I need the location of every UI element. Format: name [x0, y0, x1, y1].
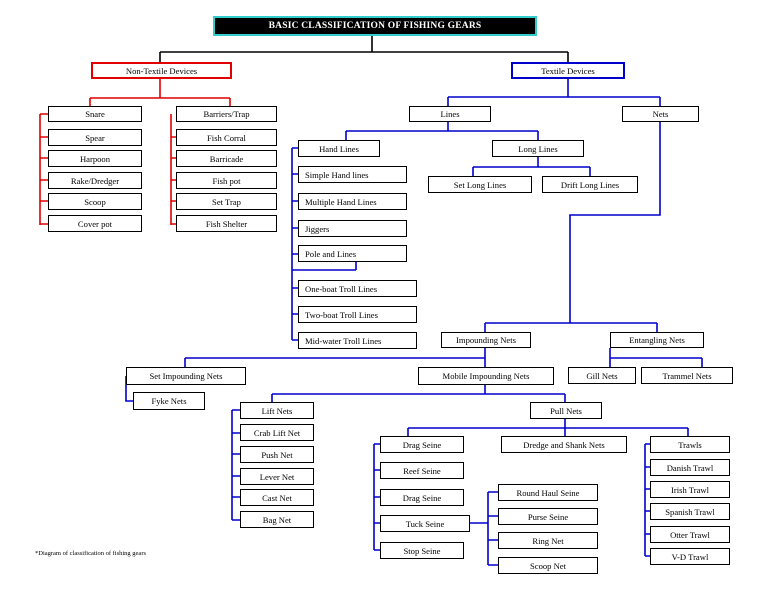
tuck-seine-node: Tuck Seine — [380, 515, 470, 532]
diagram-title: BASIC CLASSIFICATION OF FISHING GEARS — [213, 16, 537, 36]
jiggers-node: Jiggers — [298, 220, 407, 237]
lift-nets-node: Lift Nets — [240, 402, 314, 419]
purse-seine-node: Purse Seine — [498, 508, 598, 525]
set-impounding-nets-node: Set Impounding Nets — [126, 367, 246, 385]
drift-long-lines-node: Drift Long Lines — [542, 176, 638, 193]
textile-devices-node: Textile Devices — [511, 62, 625, 79]
mid-water-troll-lines-node: Mid-water Troll Lines — [298, 332, 417, 349]
barriers-trap-node: Barriers/Trap — [176, 106, 277, 122]
fyke-nets-node: Fyke Nets — [133, 392, 205, 410]
reef-seine-node: Reef Seine — [380, 462, 464, 479]
cast-net-node: Cast Net — [240, 489, 314, 506]
non-textile-devices-node: Non-Textile Devices — [91, 62, 232, 79]
ring-net-node: Ring Net — [498, 532, 598, 549]
round-haul-seine-node: Round Haul Seine — [498, 484, 598, 501]
set-trap-node: Set Trap — [176, 193, 277, 210]
spanish-trawl-node: Spanish Trawl — [650, 503, 730, 520]
two-boat-troll-lines-node: Two-boat Troll Lines — [298, 306, 417, 323]
gill-nets-node: Gill Nets — [568, 367, 636, 384]
lever-net-node: Lever Net — [240, 468, 314, 485]
push-net-node: Push Net — [240, 446, 314, 463]
pull-nets-node: Pull Nets — [530, 402, 602, 419]
lines-node: Lines — [409, 106, 491, 122]
stop-seine-node: Stop Seine — [380, 542, 464, 559]
otter-trawl-node: Otter Trawl — [650, 526, 730, 543]
multiple-hand-lines-node: Multiple Hand Lines — [298, 193, 407, 210]
trawls-node: Trawls — [650, 436, 730, 453]
fish-shelter-node: Fish Shelter — [176, 215, 277, 232]
bag-net-node: Bag Net — [240, 511, 314, 528]
barricade-node: Barricade — [176, 150, 277, 167]
entangling-nets-node: Entangling Nets — [610, 332, 704, 348]
crab-lift-net-node: Crab Lift Net — [240, 424, 314, 441]
scoop-net-node: Scoop Net — [498, 557, 598, 574]
fish-pot-node: Fish pot — [176, 172, 277, 189]
set-long-lines-node: Set Long Lines — [428, 176, 532, 193]
diagram-caption: *Diagram of classification of fishing ge… — [35, 550, 147, 557]
scoop-node: Scoop — [48, 193, 142, 210]
mobile-impounding-nets-node: Mobile Impounding Nets — [418, 367, 554, 385]
simple-hand-lines-node: Simple Hand lines — [298, 166, 407, 183]
one-boat-troll-lines-node: One-boat Troll Lines — [298, 280, 417, 297]
irish-trawl-node: Irish Trawl — [650, 481, 730, 498]
impounding-nets-node: Impounding Nets — [441, 332, 531, 348]
rake-dredger-node: Rake/Dredger — [48, 172, 142, 189]
hand-lines-node: Hand Lines — [298, 140, 380, 157]
harpoon-node: Harpoon — [48, 150, 142, 167]
long-lines-node: Long Lines — [492, 140, 584, 157]
danish-trawl-node: Danish Trawl — [650, 459, 730, 476]
spear-node: Spear — [48, 129, 142, 146]
v-d-trawl-node: V-D Trawl — [650, 548, 730, 565]
cover-pot-node: Cover pot — [48, 215, 142, 232]
snare-node: Snare — [48, 106, 142, 122]
pole-and-lines-node: Pole and Lines — [298, 245, 407, 262]
drag-seine-node: Drag Seine — [380, 489, 464, 506]
nets-node: Nets — [622, 106, 699, 122]
drag-seine-head-node: Drag Seine — [380, 436, 464, 453]
trammel-nets-node: Trammel Nets — [641, 367, 733, 384]
fish-corral-node: Fish Corral — [176, 129, 277, 146]
dredge-and-shank-nets-node: Dredge and Shank Nets — [501, 436, 627, 453]
